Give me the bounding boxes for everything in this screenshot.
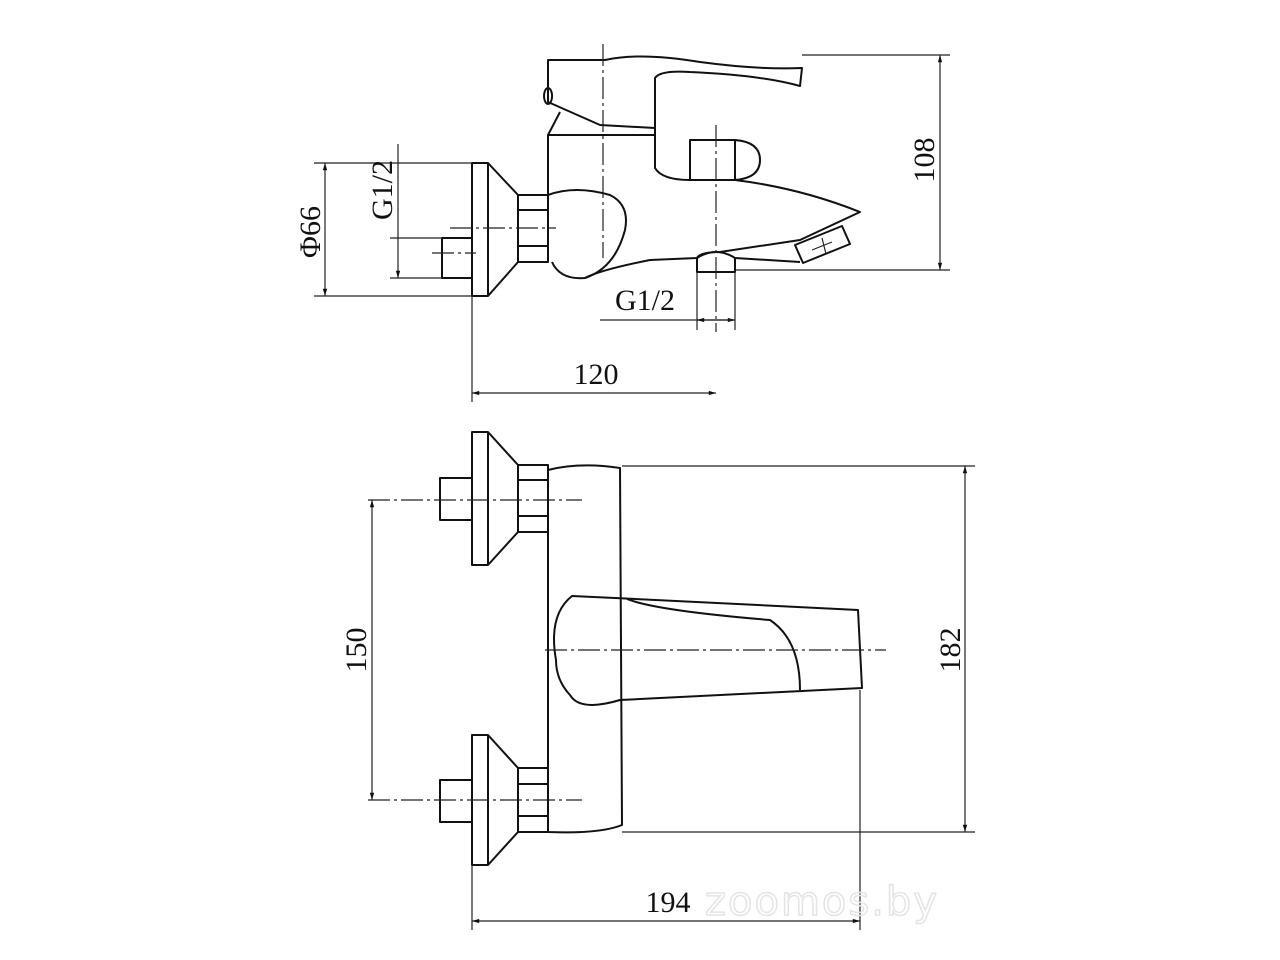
dimension-flange-diameter: Φ66 (294, 162, 472, 297)
inlet-stub-upper (439, 477, 472, 521)
dimension-total-length: 194 (471, 690, 861, 930)
lever-pivot (543, 87, 554, 105)
lever-base (547, 111, 656, 136)
wall-flange-upper (471, 431, 519, 566)
wall-flange (471, 162, 519, 297)
dimension-width: 182 (622, 465, 975, 833)
dim-label-outlet-thread: G1/2 (615, 284, 675, 317)
connection-nut (517, 194, 549, 263)
aerator (794, 225, 851, 264)
dim-label-inlet-spacing: 150 (340, 628, 373, 673)
dim-label-inlet-thread: G1/2 (366, 160, 399, 220)
dim-label-total-length: 194 (646, 886, 691, 919)
aerator-center-mark (811, 237, 833, 255)
top-view: 150 182 194 (340, 431, 975, 930)
dimension-depth: 120 (471, 296, 716, 402)
inlet-stub (441, 237, 472, 279)
body-bulge (547, 189, 627, 280)
dimension-height: 108 (735, 54, 950, 271)
dim-label-width: 182 (934, 628, 967, 673)
dim-label-height: 108 (908, 138, 941, 183)
dim-label-flange-diameter: Φ66 (294, 206, 327, 258)
connection-nut-upper (517, 464, 549, 533)
dimension-inlet-spacing: 150 (340, 500, 375, 800)
mixer-body (547, 464, 623, 834)
dimension-inlet-thread: G1/2 (366, 144, 442, 279)
lever-handle-top (553, 595, 863, 706)
inlet-stub-lower (439, 779, 472, 823)
diverter-knob (689, 139, 761, 181)
lever-handle (547, 55, 803, 129)
dimension-outlet-thread: G1/2 (600, 272, 736, 330)
dim-label-depth: 120 (574, 358, 619, 391)
watermark: zoomos.by (705, 879, 939, 925)
side-view: Φ66 G1/2 G1/2 120 108 (294, 44, 950, 402)
body-spout (547, 135, 861, 279)
